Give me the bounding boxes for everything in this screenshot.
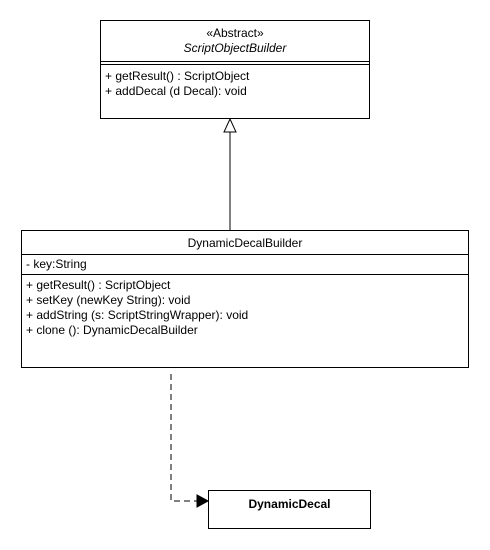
operation-item: + getResult() : ScriptObject [26, 278, 171, 292]
operation-item: + clone (): DynamicDecalBuilder [26, 323, 198, 337]
class-name-compartment: DynamicDecal [209, 491, 370, 512]
class-dynamic-decal[interactable]: DynamicDecal [208, 490, 371, 529]
class-name-compartment: DynamicDecalBuilder [22, 231, 468, 255]
operation-item: + addDecal (d Decal): void [105, 84, 247, 98]
class-name: DynamicDecalBuilder [187, 236, 303, 250]
generalization-arrowhead [223, 117, 237, 133]
class-script-object-builder[interactable]: «Abstract» ScriptObjectBuilder + getResu… [100, 20, 370, 119]
stereotype-label: «Abstract» [206, 26, 264, 40]
class-name: DynamicDecal [248, 497, 331, 511]
class-dynamic-decal-builder[interactable]: DynamicDecalBuilder - key:String + getRe… [21, 230, 469, 368]
dependency-line [170, 374, 197, 502]
class-name: ScriptObjectBuilder [183, 41, 287, 55]
operation-item: + addString (s: ScriptStringWrapper): vo… [26, 308, 249, 322]
attributes-compartment [101, 62, 369, 65]
operations-compartment: + getResult() : ScriptObject + setKey (n… [22, 275, 468, 338]
attribute-item: - key:String [26, 257, 87, 271]
dependency-arrowhead [196, 494, 210, 508]
operation-item: + getResult() : ScriptObject [105, 69, 250, 83]
attributes-compartment: - key:String [22, 255, 468, 275]
operation-item: + setKey (newKey String): void [26, 293, 191, 307]
operations-compartment: + getResult() : ScriptObject + addDecal … [101, 65, 369, 99]
class-name-compartment: «Abstract» ScriptObjectBuilder [101, 21, 369, 62]
